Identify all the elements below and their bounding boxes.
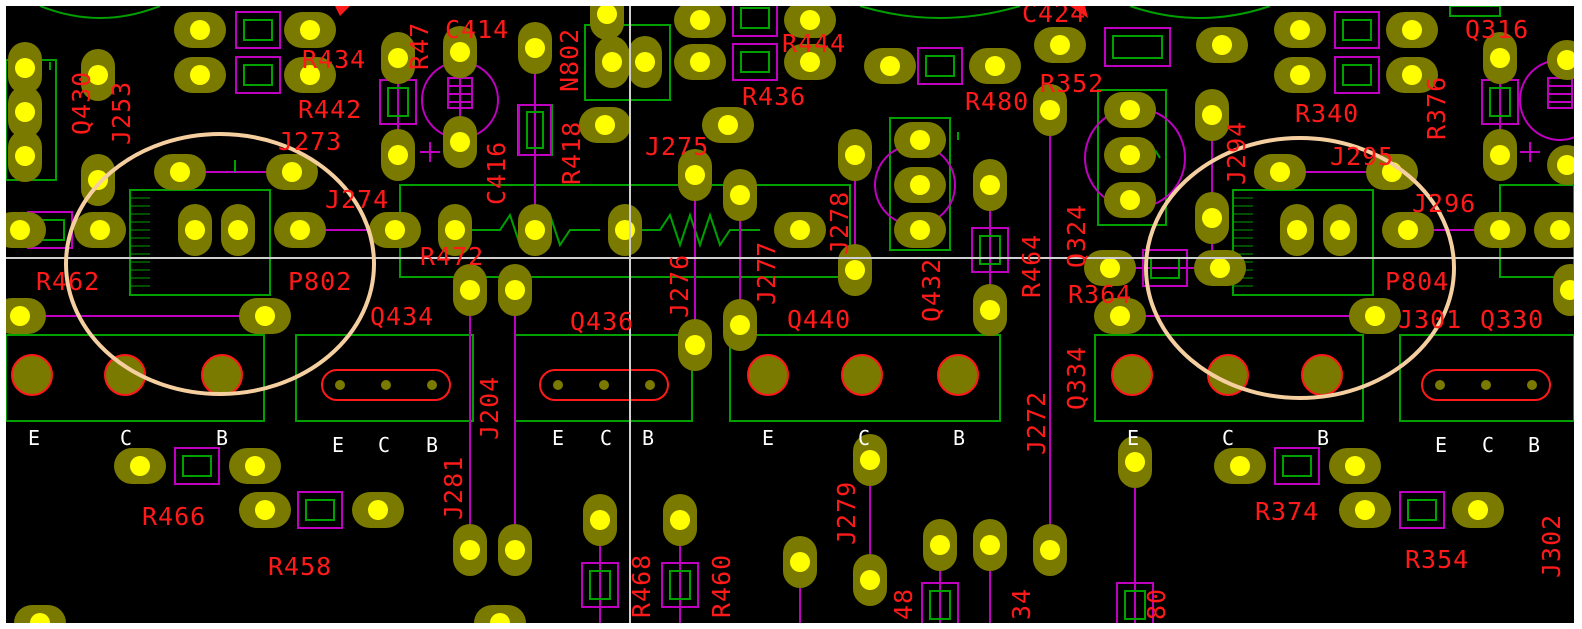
label-R434: R434 (302, 45, 366, 74)
label-J275: J275 (645, 132, 709, 161)
label-Q434: Q434 (370, 302, 434, 331)
label-J279: J279 (832, 481, 861, 545)
label-P802: P802 (288, 267, 352, 296)
transistor-small-holes (335, 380, 1537, 390)
label-R340: R340 (1295, 99, 1359, 128)
capacitor-outline-arcs (39, 6, 1271, 19)
label-C414: C414 (445, 15, 509, 44)
marker-arrows (335, 6, 1088, 18)
label-C416: C416 (482, 141, 511, 205)
label-R418: R418 (557, 121, 586, 185)
label-R376: R376 (1422, 76, 1451, 140)
pin-label-B: B (216, 426, 228, 450)
label-Q432: Q432 (917, 258, 946, 322)
highlight-ellipse-right (1144, 136, 1456, 400)
label-C424: C424 (1022, 6, 1086, 28)
label-R442: R442 (298, 95, 362, 124)
label-J301: J301 (1398, 305, 1462, 334)
label-Q430: Q430 (67, 71, 96, 135)
label-R436: R436 (742, 82, 806, 111)
pin-label-B: B (1317, 426, 1329, 450)
label-80: 80 (1142, 588, 1171, 620)
label-Q436: Q436 (570, 307, 634, 336)
label-R374: R374 (1255, 497, 1319, 526)
label-Q440: Q440 (787, 305, 851, 334)
label-R464: R464 (1017, 234, 1046, 298)
label-R364: R364 (1068, 280, 1132, 309)
label-J278: J278 (825, 191, 854, 255)
pin-labels: E C B E C B E C B E C B E C B E C B (28, 426, 1540, 457)
label-R460: R460 (707, 554, 736, 618)
pin-label-B: B (1528, 433, 1540, 457)
label-J273: J273 (278, 127, 342, 156)
pin-label-E: E (552, 426, 564, 450)
label-R472: R472 (420, 242, 484, 271)
label-R444: R444 (782, 29, 846, 58)
transistor-pad-centers (20, 363, 1334, 387)
label-J277: J277 (752, 241, 781, 305)
label-J281: J281 (439, 456, 468, 520)
pin-label-C: C (378, 433, 390, 457)
label-R47: R47 (405, 22, 434, 70)
pcb-canvas[interactable]: R434 R47 C414 N802 R444 C424 Q316 Q430 J… (6, 6, 1574, 623)
label-Q324: Q324 (1062, 204, 1091, 268)
label-R458: R458 (268, 552, 332, 581)
label-R352: R352 (1040, 69, 1104, 98)
label-J295: J295 (1330, 142, 1394, 171)
label-R354: R354 (1405, 545, 1469, 574)
highlight-ellipses (64, 132, 1456, 400)
pin-label-E: E (332, 433, 344, 457)
reference-designators: R434 R47 C414 N802 R444 C424 Q316 Q430 J… (36, 6, 1566, 620)
label-R468: R468 (627, 554, 656, 618)
label-J274: J274 (325, 185, 389, 214)
label-P804: P804 (1385, 267, 1449, 296)
label-J296: J296 (1412, 189, 1476, 218)
label-N802: N802 (555, 28, 584, 92)
resistor-bodies (27, 6, 1519, 623)
pin-label-E: E (1127, 426, 1139, 450)
pin-label-B: B (642, 426, 654, 450)
label-Q330: Q330 (1480, 305, 1544, 334)
label-J272: J272 (1022, 391, 1051, 455)
label-J276: J276 (665, 254, 694, 318)
pin-label-C: C (1482, 433, 1494, 457)
label-34: 34 (1007, 588, 1036, 620)
highlight-ellipse-left (64, 132, 376, 396)
cursor-crosshair (6, 6, 1574, 623)
pin-label-E: E (762, 426, 774, 450)
pin1-markers (49, 62, 1161, 172)
label-48: 48 (889, 588, 918, 620)
pin-label-E: E (1435, 433, 1447, 457)
label-J302: J302 (1537, 514, 1566, 578)
pin-label-B: B (426, 433, 438, 457)
label-J253: J253 (107, 81, 136, 145)
transistor-small-footprints (321, 369, 1551, 401)
pin-label-E: E (28, 426, 40, 450)
label-Q316: Q316 (1465, 15, 1529, 44)
pin-label-C: C (120, 426, 132, 450)
label-R462: R462 (36, 267, 100, 296)
pin-label-C: C (858, 426, 870, 450)
pin-label-B: B (953, 426, 965, 450)
label-J204: J204 (475, 376, 504, 440)
pin-label-C: C (600, 426, 612, 450)
label-R480: R480 (965, 87, 1029, 116)
label-Q334: Q334 (1062, 346, 1091, 410)
pin-label-C: C (1222, 426, 1234, 450)
label-R466: R466 (142, 502, 206, 531)
label-J294: J294 (1222, 121, 1251, 185)
